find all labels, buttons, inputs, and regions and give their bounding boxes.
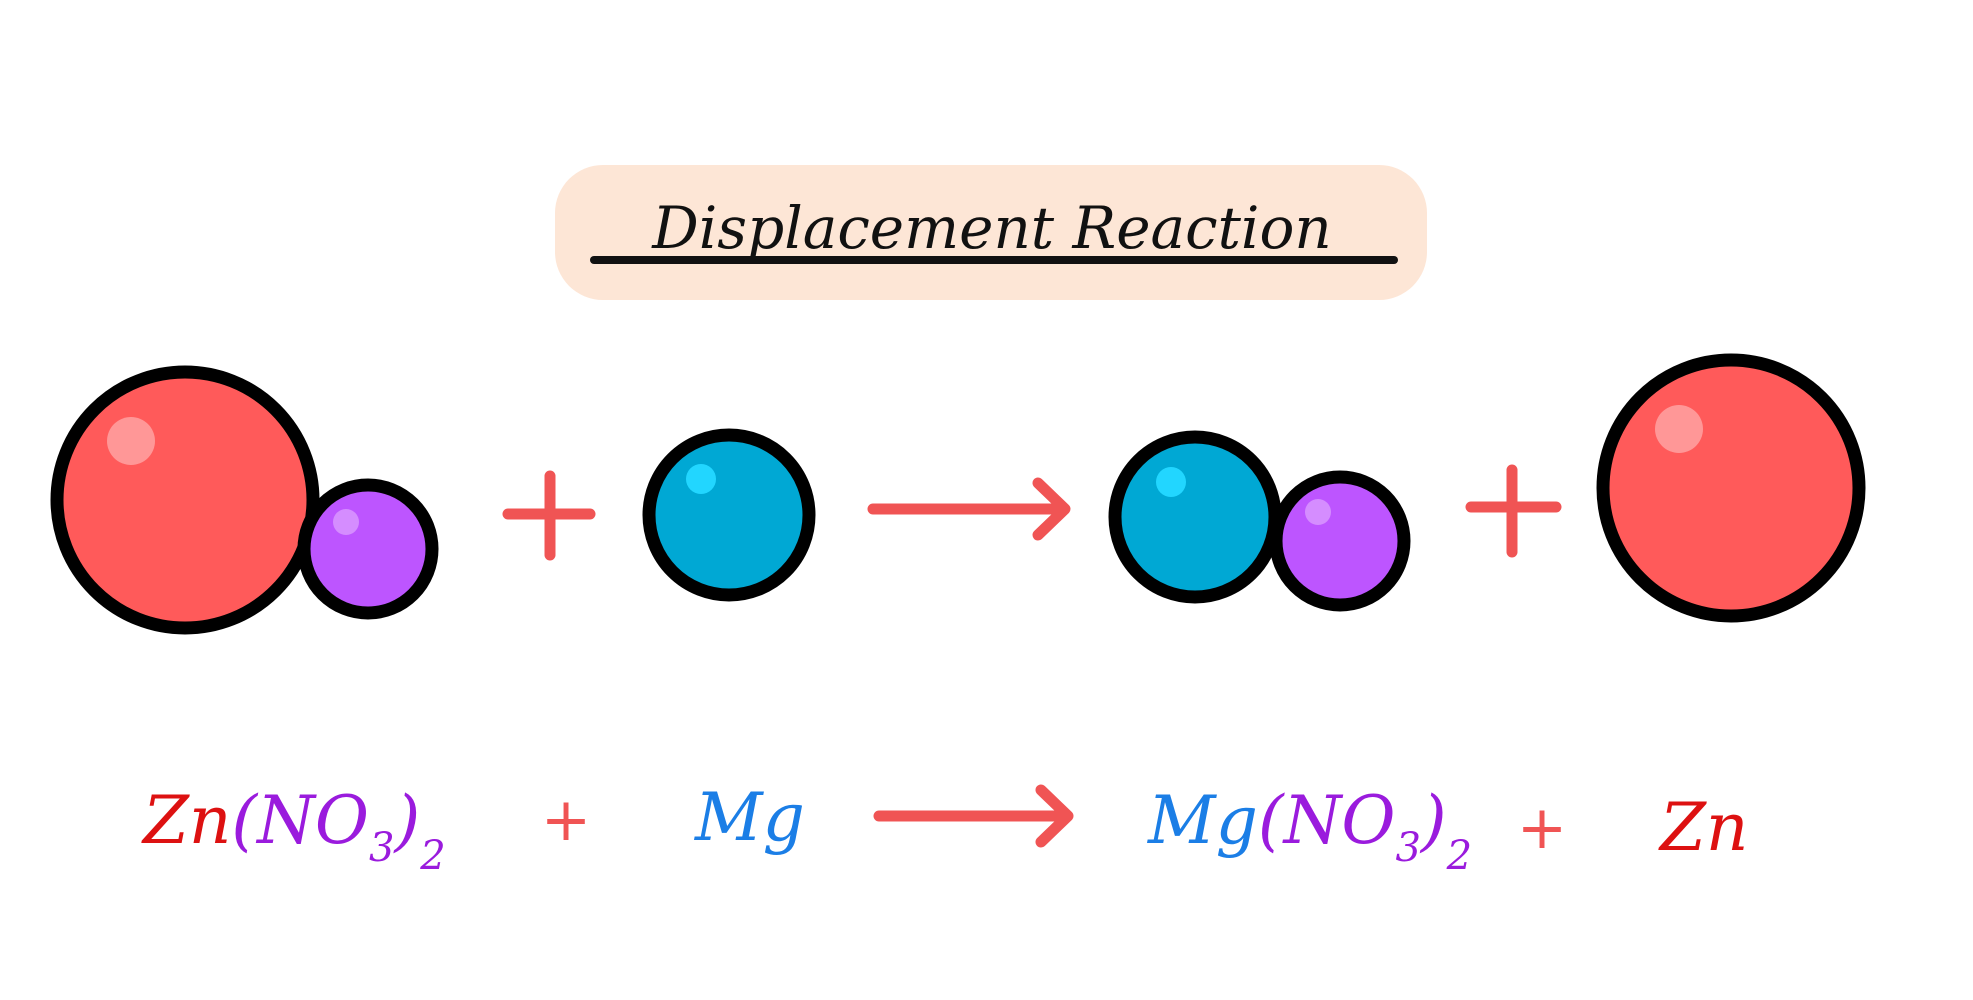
atom-shine	[1156, 467, 1186, 497]
zinc-atom	[50, 365, 320, 635]
atom-shine	[686, 464, 716, 494]
atom-shine	[1305, 499, 1331, 525]
zinc-nitrate-molecule	[50, 365, 439, 635]
plus-icon	[1465, 464, 1562, 558]
nitrate-atom	[1269, 470, 1411, 612]
magnesium-atom	[642, 428, 816, 602]
formula-plus: +	[1517, 793, 1567, 863]
reactant-magnesium-formula: Mg	[694, 779, 805, 856]
atom-shine	[107, 417, 155, 465]
title-group: Displacement Reaction	[555, 165, 1427, 300]
reactant-zinc-nitrate-formula: Zn(NO3)2	[141, 782, 446, 879]
arrow-right-icon	[873, 784, 1074, 848]
title-underline	[590, 256, 1398, 264]
atom-shine	[1655, 405, 1703, 453]
product-zinc-formula: Zn	[1658, 789, 1748, 866]
magnesium-atom-reactant	[642, 428, 816, 602]
nitrate-atom	[297, 478, 439, 620]
zinc-atom-product	[1596, 353, 1866, 623]
chemical-equation: Zn(NO3)2 + Mg Mg(NO3)2 + Zn	[141, 779, 1748, 879]
title-highlight	[555, 165, 1427, 300]
product-magnesium-nitrate-formula: Mg(NO3)2	[1147, 782, 1472, 879]
magnesium-nitrate-molecule	[1108, 430, 1411, 612]
formula-plus: +	[541, 785, 591, 855]
page-title: Displacement Reaction	[651, 194, 1332, 262]
magnesium-atom	[1108, 430, 1282, 604]
plus-icon	[502, 470, 596, 561]
arrow-right-icon	[867, 477, 1071, 541]
zinc-atom	[1596, 353, 1866, 623]
atom-shine	[333, 509, 359, 535]
